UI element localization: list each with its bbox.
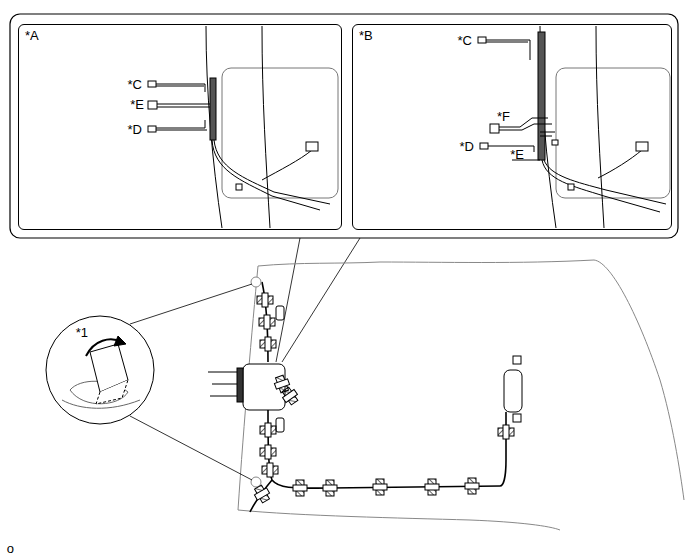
clip-head: [465, 483, 479, 489]
detail-panel: *B: [352, 24, 672, 230]
connector-callout: *C: [128, 78, 142, 91]
page-mark: o: [7, 542, 14, 555]
harness-clip: [293, 480, 307, 496]
clip-body: [255, 485, 270, 503]
connector-callout: *D: [128, 123, 142, 136]
clip-body: [282, 387, 298, 405]
clip-head: [425, 484, 439, 490]
clip-head: [265, 423, 271, 437]
clip-head: [293, 485, 307, 491]
side-components: [208, 277, 522, 487]
clip-zoom: [46, 284, 252, 480]
harness-clip: [262, 463, 278, 477]
harness-clip: [465, 478, 479, 494]
harness-clip: [260, 445, 276, 459]
harness-clip: [260, 337, 276, 351]
clip-head: [262, 293, 268, 307]
clip-head: [267, 463, 273, 477]
harness-clip: [323, 480, 337, 496]
harness-clip: [280, 385, 301, 406]
clip-head: [373, 484, 387, 490]
connector-callout: *C: [458, 34, 472, 47]
connector-callout: *D: [460, 140, 474, 153]
zoom-line: [282, 238, 360, 362]
detail-b: [478, 26, 670, 228]
harness-clip: [373, 479, 387, 495]
harness-clip: [425, 479, 439, 495]
clip-head: [265, 337, 271, 351]
clip-head: [503, 425, 509, 439]
detail-frame: [10, 14, 678, 238]
harness-clip: [259, 315, 275, 329]
panel-title: *B: [359, 29, 373, 42]
zoom-line: [276, 238, 300, 362]
detail-panel: *A: [18, 24, 342, 230]
clip-head: [254, 488, 269, 500]
harness-clip: [260, 423, 276, 437]
clip-head: [264, 315, 270, 329]
callout-number: *1: [76, 326, 88, 339]
clip-head: [265, 445, 271, 459]
harness-clip: [252, 484, 272, 505]
panel-title: *A: [25, 29, 39, 42]
harness-clip: [498, 425, 514, 439]
connector-callout: *E: [130, 98, 144, 111]
clip-head: [323, 485, 337, 491]
detail-a: [148, 26, 338, 228]
clip-group: [252, 293, 514, 504]
wire-harness: [250, 282, 506, 512]
connector-callout: *F: [497, 110, 510, 123]
roof-outline: [238, 260, 684, 530]
connector-callout: *E: [510, 148, 524, 161]
harness-clip: [257, 293, 273, 307]
clip-head: [283, 390, 298, 403]
